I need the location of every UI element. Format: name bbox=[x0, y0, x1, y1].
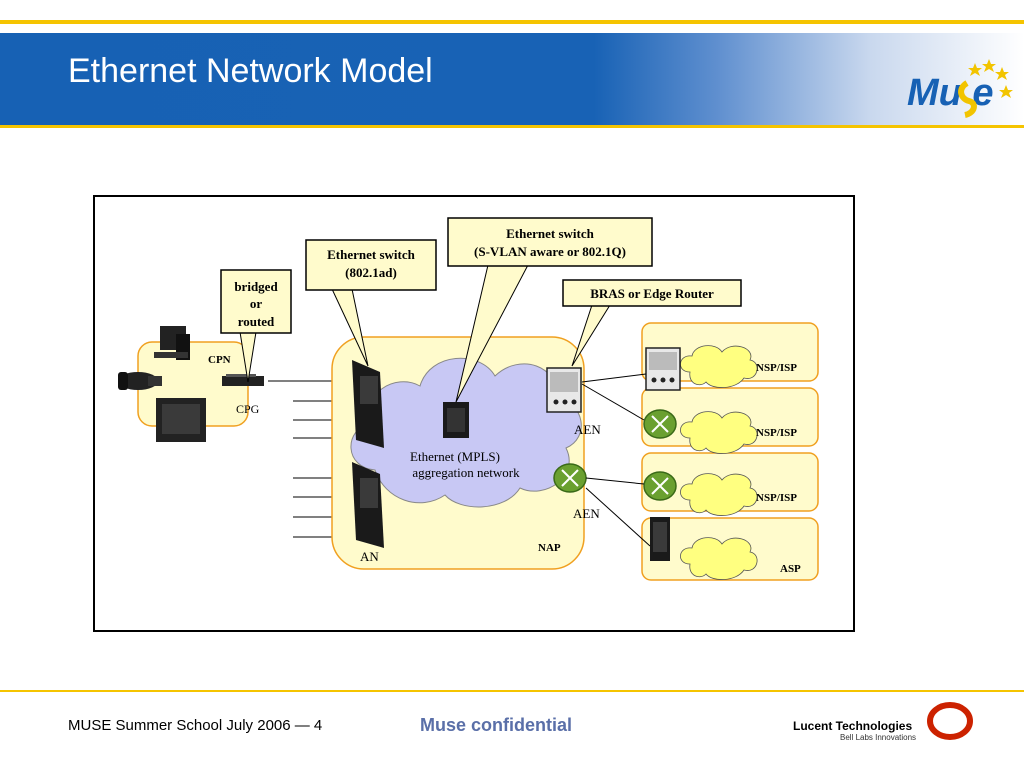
bridged-line2: or bbox=[250, 296, 263, 311]
bridged-line3: routed bbox=[238, 314, 275, 329]
switch-ad-line2: (802.1ad) bbox=[345, 265, 397, 280]
cloud-4-icon bbox=[680, 537, 758, 580]
slide-title: Ethernet Network Model bbox=[68, 52, 433, 90]
nsp-router-2-icon bbox=[643, 409, 677, 439]
nsp-router-3-icon bbox=[643, 471, 677, 501]
desktop-pc-icon bbox=[154, 326, 190, 360]
logo-stars-icon bbox=[968, 59, 1013, 98]
title-banner bbox=[0, 33, 1024, 125]
switch-vlan-line1: Ethernet switch bbox=[506, 226, 595, 241]
cloud-1-icon bbox=[680, 345, 758, 388]
an-switch-top-icon bbox=[352, 360, 384, 448]
muse-logo: Mu e bbox=[905, 55, 1015, 125]
provider-1-label: NSP/ISP bbox=[756, 362, 797, 374]
switch-ad-line1: Ethernet switch bbox=[327, 247, 416, 262]
aen-top-label: AEN bbox=[574, 422, 601, 437]
provider-4-label: ASP bbox=[780, 563, 801, 575]
switch-ad-callout: Ethernet switch (802.1ad) bbox=[305, 239, 437, 367]
telephone-icon bbox=[118, 372, 162, 390]
switch-vlan-line2: (S-VLAN aware or 802.1Q) bbox=[474, 244, 626, 259]
top-accent-line bbox=[0, 20, 1024, 24]
cloud-label-line1: Ethernet (MPLS) bbox=[410, 449, 500, 464]
cloud-2-icon bbox=[680, 411, 758, 454]
cpg-label: CPG bbox=[236, 402, 260, 416]
banner-underline bbox=[0, 125, 1024, 128]
cloud-3-icon bbox=[680, 473, 758, 516]
logo-wordmark: Mu e bbox=[907, 72, 994, 114]
asp-server-icon bbox=[650, 517, 670, 561]
provider-2-label: NSP/ISP bbox=[756, 427, 797, 439]
aen-bras-icon bbox=[546, 367, 582, 413]
switch-vlan-callout: Ethernet switch (S-VLAN aware or 802.1Q) bbox=[447, 217, 653, 403]
provider-clouds bbox=[680, 345, 758, 580]
bell-labs-wordmark: Bell Labs Innovations bbox=[840, 733, 917, 742]
aen-router-icon bbox=[553, 463, 587, 493]
bridged-callout: bridged or routed bbox=[220, 269, 292, 383]
muse-logo-graphic: Mu e bbox=[907, 59, 1013, 118]
bras-callout: BRAS or Edge Router bbox=[562, 279, 742, 367]
footer-left-text: MUSE Summer School July 2006 — 4 bbox=[68, 717, 323, 734]
cpn-label: CPN bbox=[208, 354, 231, 366]
cpg-gateway-icon bbox=[222, 374, 264, 386]
aen-provider-links bbox=[581, 373, 651, 547]
footer-line bbox=[0, 690, 1024, 692]
an-label: AN bbox=[360, 549, 379, 564]
cloud-label-line2: aggregation network bbox=[412, 465, 520, 480]
bras-label: BRAS or Edge Router bbox=[590, 286, 714, 301]
central-switch-icon bbox=[443, 402, 469, 438]
lucent-ring-icon bbox=[927, 702, 973, 740]
an-switch-bottom-icon bbox=[352, 462, 384, 548]
monitor-icon bbox=[156, 398, 206, 442]
nap-label: NAP bbox=[538, 542, 561, 554]
logo-swoosh-icon bbox=[958, 80, 977, 118]
nsp-server-icon bbox=[645, 347, 681, 391]
provider-3-label: NSP/ISP bbox=[756, 492, 797, 504]
footer-confidential: Muse confidential bbox=[420, 715, 573, 735]
bridged-line1: bridged bbox=[234, 279, 278, 294]
aen-bottom-label: AEN bbox=[573, 506, 600, 521]
lucent-wordmark: Lucent Technologies bbox=[793, 719, 913, 733]
